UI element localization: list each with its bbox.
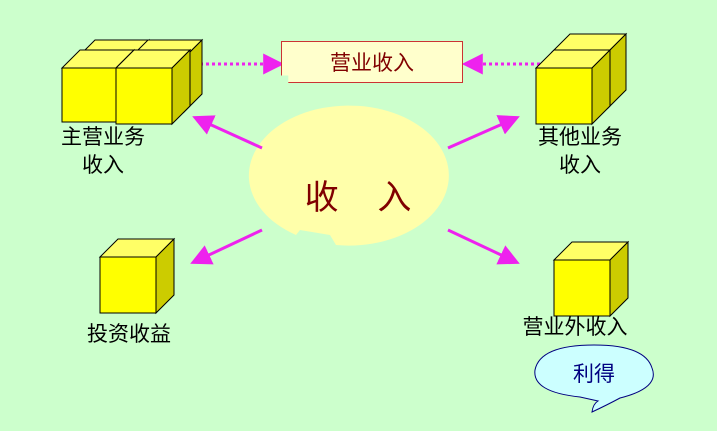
other-business-line2: 收入 bbox=[559, 153, 601, 177]
profit-bubble bbox=[534, 344, 654, 413]
arrow-to-investment bbox=[190, 228, 263, 265]
arrow-to-non-operating bbox=[447, 228, 520, 265]
main-business-label: 主营业务 收入 bbox=[48, 123, 158, 179]
center-blob bbox=[248, 105, 449, 246]
other-business-cube-front bbox=[534, 48, 612, 126]
center-label: 收 入 bbox=[304, 178, 426, 218]
main-business-line2: 收入 bbox=[82, 153, 124, 177]
profit-label: 利得 bbox=[573, 362, 615, 386]
arrow-to-main-business bbox=[192, 115, 263, 150]
non-operating-cube bbox=[552, 240, 630, 318]
non-operating-label: 营业外收入 bbox=[522, 315, 628, 339]
investment-cube bbox=[98, 237, 176, 315]
cube-group bbox=[60, 32, 630, 318]
other-business-label: 其他业务 收入 bbox=[525, 123, 635, 179]
arrow-to-other-business bbox=[447, 115, 520, 150]
operating-revenue-label: 营业收入 bbox=[330, 51, 414, 75]
main-business-line1: 主营业务 bbox=[61, 125, 145, 149]
other-business-line1: 其他业务 bbox=[538, 125, 622, 149]
operating-revenue-box: 营业收入 bbox=[281, 41, 463, 83]
investment-label: 投资收益 bbox=[87, 322, 171, 346]
main-business-cube-front-right bbox=[114, 48, 192, 126]
